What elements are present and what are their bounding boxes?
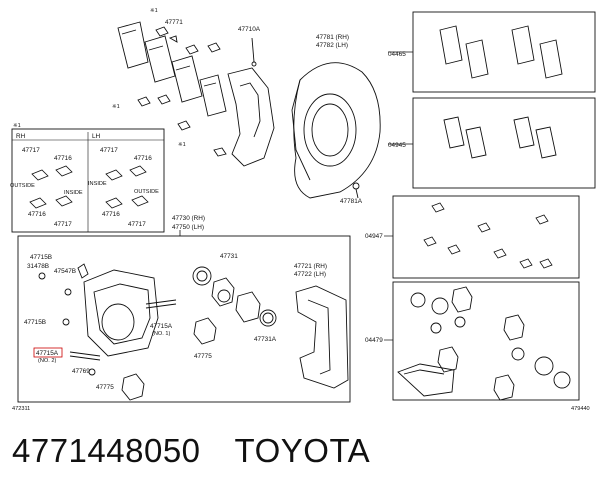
label-no2: (NO. 2) (38, 358, 56, 364)
label-47771: 47771 (165, 19, 183, 26)
label-47775-b: 47775 (96, 384, 114, 391)
label-47775-a: 47775 (194, 353, 212, 360)
label-outside-2: OUTSIDE (134, 189, 159, 195)
label-47721-rh: 47721 (RH) (294, 263, 327, 270)
brand-name: TOYOTA (234, 432, 371, 469)
kit-label-04947: 04947 (365, 233, 383, 240)
kit-04947 (384, 195, 580, 279)
label-star1a: ※1 (150, 7, 158, 14)
code-left: 472311 (12, 406, 30, 412)
kit-04465 (388, 11, 596, 93)
caliper-parts (38, 263, 349, 401)
label-inside-2: INSIDE (88, 181, 107, 187)
label-47716-c: 47716 (28, 211, 46, 218)
label-47715a-a: 47715A (150, 323, 173, 330)
label-47717-b: 47717 (100, 147, 118, 154)
label-47722-lh: 47722 (LH) (294, 271, 326, 278)
label-47781-rh: 47781 (RH) (316, 34, 349, 41)
label-47547b: 47547B (54, 268, 76, 275)
kit-04479 (384, 281, 580, 401)
label-47710a: 47710A (238, 26, 261, 33)
label-lh: LH (92, 133, 101, 140)
label-47731a: 47731A (254, 336, 277, 343)
label-47750-lh: 47750 (LH) (172, 224, 204, 231)
kit-label-04465: 04465 (388, 51, 406, 58)
label-47781a: 47781A (340, 198, 363, 205)
label-47715b-b: 47715B (24, 319, 46, 326)
label-31478b: 31478B (27, 263, 49, 270)
label-47715a-b: 47715A (36, 350, 59, 357)
label-47716-d: 47716 (102, 211, 120, 218)
shim-box-mark: ※1 (13, 122, 21, 129)
part-number: 4771448050 (12, 432, 201, 469)
part-title: 4771448050 TOYOTA (12, 432, 370, 470)
top-pads-group (117, 21, 257, 131)
label-47717-d: 47717 (128, 221, 146, 228)
code-right: 479440 (571, 406, 590, 412)
label-47717-c: 47717 (54, 221, 72, 228)
label-47717-a: 47717 (22, 147, 40, 154)
label-star1b: ※1 (112, 103, 120, 110)
kit-label-04479: 04479 (365, 337, 383, 344)
kit-label-04945: 04945 (388, 142, 406, 149)
label-47716-b: 47716 (134, 155, 152, 162)
shim-box (11, 128, 165, 233)
kit-04945 (388, 97, 596, 189)
label-outside-1: OUTSIDE (10, 183, 35, 189)
label-47715b-a: 47715B (30, 254, 52, 261)
label-47716-a: 47716 (54, 155, 72, 162)
caliper-box (17, 235, 351, 403)
label-47782-lh: 47782 (LH) (316, 42, 348, 49)
label-47769: 47769 (72, 368, 90, 375)
dust-cover-shield (291, 62, 381, 199)
label-47731: 47731 (220, 253, 238, 260)
label-rh: RH (16, 133, 26, 140)
label-inside-1: INSIDE (64, 190, 83, 196)
label-47730-rh: 47730 (RH) (172, 215, 205, 222)
label-star1c: ※1 (178, 141, 186, 148)
label-no1: (NO. 1) (152, 331, 170, 337)
caliper-mounting-top (213, 67, 275, 167)
